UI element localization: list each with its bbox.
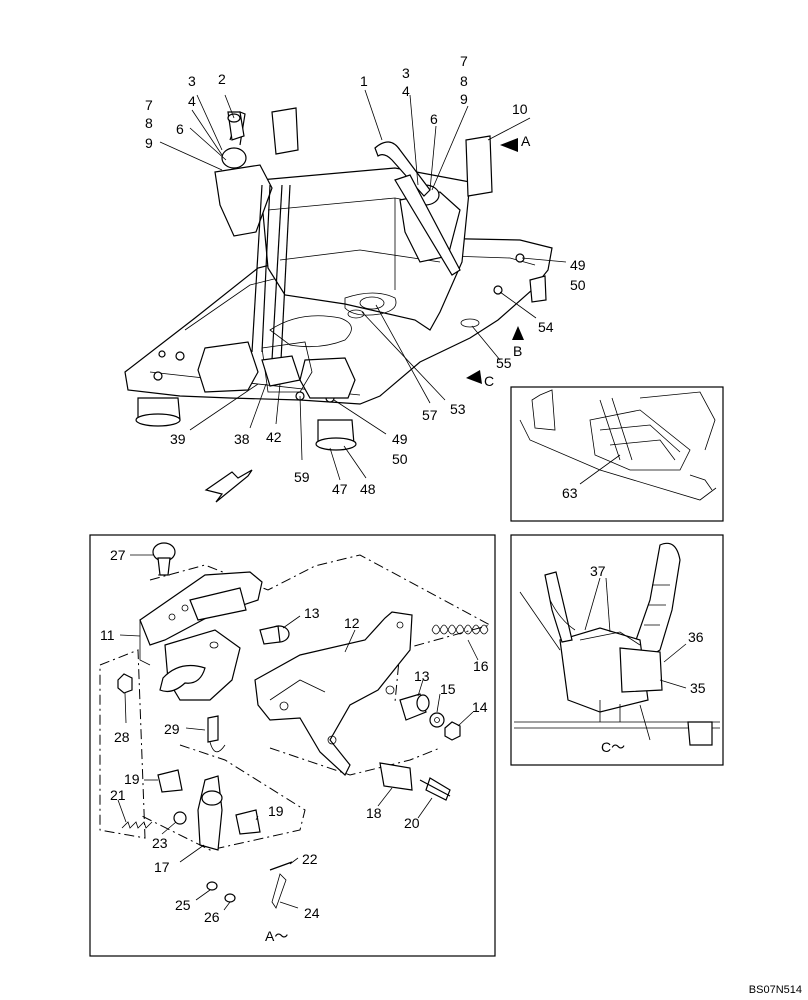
callout-13b: 13 xyxy=(414,668,430,684)
view-letter-b: B xyxy=(513,343,522,359)
callout-12: 12 xyxy=(344,615,360,631)
callout-50b: 50 xyxy=(392,451,408,467)
callout-18: 18 xyxy=(366,805,382,821)
view-c-title: C～ xyxy=(601,739,625,755)
callout-48: 48 xyxy=(360,481,376,497)
callout-36: 36 xyxy=(688,629,704,645)
main-assembly: 1 2 3 4 7 8 6 9 3 4 7 8 9 6 10 A 49 50 5… xyxy=(124,53,586,503)
exit-arrow xyxy=(204,469,253,503)
callout-10: 10 xyxy=(512,101,528,117)
view-c-detail: 37 36 35 C～ xyxy=(510,534,724,766)
callout-29: 29 xyxy=(164,721,180,737)
callout-14: 14 xyxy=(472,699,488,715)
callout-8b: 8 xyxy=(460,73,468,89)
view-arrow-a xyxy=(500,138,518,152)
callout-7: 7 xyxy=(145,97,153,113)
callout-9: 9 xyxy=(145,135,153,151)
callout-38: 38 xyxy=(234,431,250,447)
view-letter-c: C xyxy=(484,373,494,389)
callout-57: 57 xyxy=(422,407,438,423)
callout-50: 50 xyxy=(570,277,586,293)
callout-4b: 4 xyxy=(402,83,410,99)
callout-55: 55 xyxy=(496,355,512,371)
callout-3b: 3 xyxy=(402,65,410,81)
callout-11: 11 xyxy=(100,627,115,643)
callout-22: 22 xyxy=(302,851,318,867)
callout-28: 28 xyxy=(114,729,130,745)
callout-53: 53 xyxy=(450,401,466,417)
view-letter-a: A xyxy=(521,133,531,149)
callout-8: 8 xyxy=(145,115,153,131)
callout-13: 13 xyxy=(304,605,320,621)
callout-16: 16 xyxy=(473,658,489,674)
callout-63: 63 xyxy=(562,485,578,501)
callout-1: 1 xyxy=(360,73,368,89)
callout-6b: 6 xyxy=(430,111,438,127)
callout-3: 3 xyxy=(188,73,196,89)
callout-19b: 19 xyxy=(268,803,284,819)
callout-59: 59 xyxy=(294,469,310,485)
drawing-reference: BS07N514 xyxy=(748,984,802,996)
callout-6: 6 xyxy=(176,121,184,137)
callout-49b: 49 xyxy=(392,431,408,447)
callout-23: 23 xyxy=(152,835,168,851)
callout-7b: 7 xyxy=(460,53,468,69)
callout-37: 37 xyxy=(590,563,606,579)
callout-20: 20 xyxy=(404,815,420,831)
callout-15: 15 xyxy=(440,681,456,697)
callout-42: 42 xyxy=(266,429,282,445)
callout-2: 2 xyxy=(218,71,226,87)
view-arrow-b xyxy=(512,326,524,340)
view-a-detail: 27 11 13 12 16 13 15 14 28 29 19 21 19 1… xyxy=(89,534,496,957)
view-a-title: A～ xyxy=(265,928,288,944)
callout-19: 19 xyxy=(124,771,140,787)
callout-39: 39 xyxy=(170,431,186,447)
callout-25: 25 xyxy=(175,897,191,913)
callout-47: 47 xyxy=(332,481,348,497)
callout-17: 17 xyxy=(154,859,170,875)
callout-4: 4 xyxy=(188,93,196,109)
inset-pedals: 63 xyxy=(510,386,724,522)
callout-9b: 9 xyxy=(460,91,468,107)
callout-26: 26 xyxy=(204,909,220,925)
callout-24: 24 xyxy=(304,905,320,921)
view-arrow-c xyxy=(466,370,482,384)
callout-35: 35 xyxy=(690,680,706,696)
callout-27: 27 xyxy=(110,547,126,563)
callout-21: 21 xyxy=(110,787,126,803)
callout-49: 49 xyxy=(570,257,586,273)
callout-54: 54 xyxy=(538,319,554,335)
